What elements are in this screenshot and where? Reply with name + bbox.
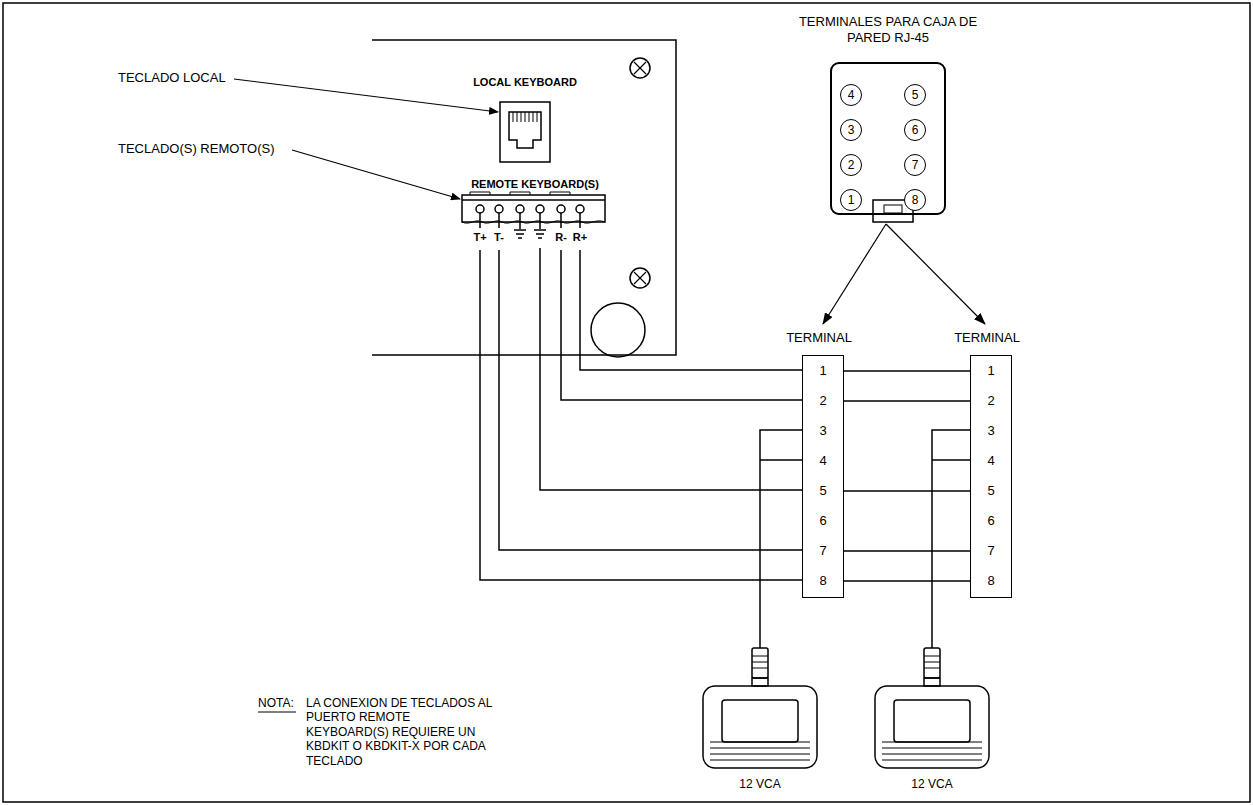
terminal-number: 3 xyxy=(971,416,1011,446)
pin-label: T- xyxy=(487,231,511,244)
pin-number: 7 xyxy=(904,154,926,176)
pin-label: T+ xyxy=(468,231,492,244)
wire xyxy=(844,400,970,402)
terminal-number: 2 xyxy=(803,386,843,416)
underline xyxy=(258,712,296,713)
callout-label: TECLADO LOCAL xyxy=(118,70,234,86)
terminal-number: 8 xyxy=(971,566,1011,596)
terminal-number: 4 xyxy=(803,446,843,476)
strip-heading: TERMINAL xyxy=(937,330,1037,346)
note-text: LA CONEXION DE TECLADOS AL PUERTO REMOTE… xyxy=(306,696,496,768)
pin-number: 2 xyxy=(840,154,862,176)
terminal-number: 1 xyxy=(971,356,1011,386)
terminal-strip: TERMINAL12345678 xyxy=(970,355,1012,598)
pin-number: 4 xyxy=(840,84,862,106)
terminal-number: 5 xyxy=(971,476,1011,506)
frame xyxy=(3,3,1250,802)
pin-label: R+ xyxy=(568,231,592,244)
pin-number: 6 xyxy=(904,119,926,141)
callout-label: REMOTE KEYBOARD(S) xyxy=(455,178,615,191)
pin-number: 5 xyxy=(904,84,926,106)
voltage-label: 12 VCA xyxy=(892,777,972,791)
terminal-strip: TERMINAL12345678 xyxy=(802,355,844,598)
rj45-wall-box: TERMINALES PARA CAJA DE PARED RJ-4545362… xyxy=(830,62,946,215)
terminal-number: 2 xyxy=(971,386,1011,416)
rj-jack xyxy=(500,102,550,162)
pointer-arrow xyxy=(886,224,985,324)
terminal-number: 5 xyxy=(803,476,843,506)
callout-label: TECLADO(S) REMOTO(S) xyxy=(118,141,290,157)
terminal-number: 6 xyxy=(803,506,843,536)
voltage-label: 12 VCA xyxy=(720,777,800,791)
box-heading: TERMINALES PARA CAJA DE PARED RJ-45 xyxy=(793,14,983,45)
wire xyxy=(844,370,970,372)
pin-label: R- xyxy=(549,231,573,244)
callout-label: LOCAL KEYBOARD xyxy=(470,76,580,89)
terminal-number: 8 xyxy=(803,566,843,596)
leader-line xyxy=(234,79,498,199)
note-text: NOTA: xyxy=(258,696,302,710)
control-panel xyxy=(372,40,676,357)
terminal-number: 7 xyxy=(971,536,1011,566)
pointer-arrow xyxy=(823,224,886,324)
terminal-number: 1 xyxy=(803,356,843,386)
pin-number: 1 xyxy=(840,189,862,211)
strip-heading: TERMINAL xyxy=(769,330,869,346)
wire xyxy=(844,580,970,582)
terminal-number: 3 xyxy=(803,416,843,446)
wire xyxy=(844,490,970,492)
pin-number: 8 xyxy=(904,189,926,211)
terminal-number: 6 xyxy=(971,506,1011,536)
terminal-number: 4 xyxy=(971,446,1011,476)
wire xyxy=(844,550,970,552)
wire xyxy=(480,248,970,648)
transformer xyxy=(703,648,989,768)
terminal-number: 7 xyxy=(803,536,843,566)
pin-number: 3 xyxy=(840,119,862,141)
